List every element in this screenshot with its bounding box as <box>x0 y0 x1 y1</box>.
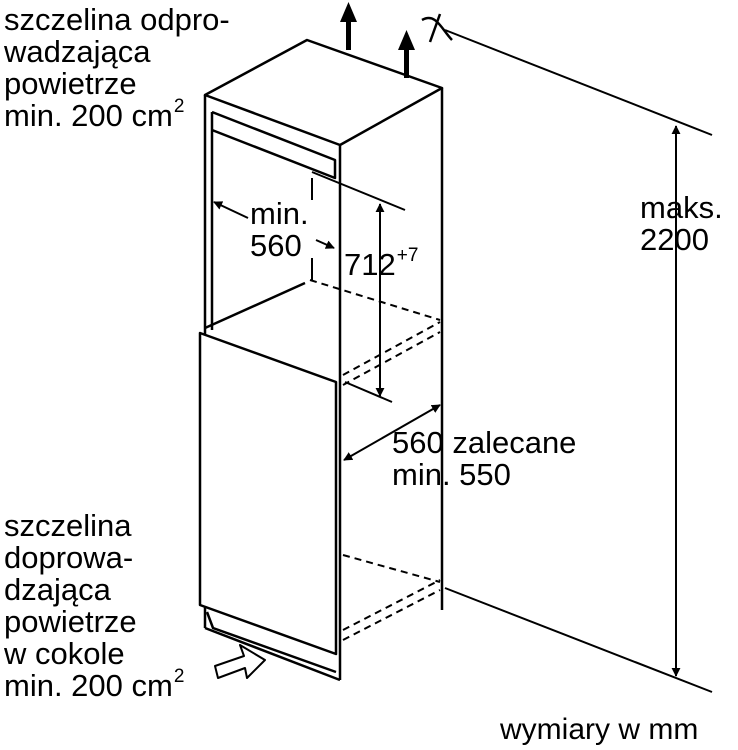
min-width-line-1: min. <box>250 196 309 231</box>
exhaust-label: szczelina odpro- wadzająca powietrze min… <box>4 4 230 137</box>
intake-label-line-1: szczelina <box>4 508 132 543</box>
depth-line-1: 560 zalecane <box>392 425 577 460</box>
intake-label: szczelina doprowa- dzająca powietrze w c… <box>4 510 184 707</box>
exhaust-label-line-1: szczelina odpro- <box>4 2 230 37</box>
break-symbol <box>421 13 453 43</box>
appliance-top-surface <box>204 281 306 330</box>
exhaust-label-line-4: min. 200 cm2 <box>4 96 230 137</box>
niche-top-band <box>211 110 337 180</box>
niche-height-label: 712+7 <box>344 245 418 286</box>
intake-label-line-4: powietrze <box>4 604 137 639</box>
intake-label-line-3: dzająca <box>4 572 111 607</box>
intake-area: min. 200 cm <box>4 668 173 703</box>
width-dimension <box>213 178 335 280</box>
max-height-line-2: 2200 <box>640 222 709 257</box>
depth-dimension <box>343 404 441 461</box>
min-width-line-2: 560 <box>250 228 302 263</box>
intake-arrow <box>214 644 266 679</box>
exhaust-label-line-2: wadzająca <box>4 34 151 69</box>
units-label: wymiary w mm <box>500 713 699 746</box>
intake-area-superscript: 2 <box>173 666 185 687</box>
hidden-lines <box>309 279 441 641</box>
intake-label-line-6: min. 200 cm2 <box>4 666 184 707</box>
max-height-line-1: maks. <box>640 190 723 225</box>
exhaust-area-superscript: 2 <box>173 96 185 117</box>
plinth <box>205 611 337 674</box>
intake-label-line-2: doprowa- <box>4 540 134 575</box>
appliance-door <box>198 331 338 656</box>
exhaust-area: min. 200 cm <box>4 98 173 133</box>
niche-height-value: 712 <box>344 247 396 282</box>
exhaust-label-line-3: powietrze <box>4 66 137 101</box>
max-height-label: maks. 2200 <box>640 192 723 256</box>
max-height-dimension <box>444 29 713 693</box>
cabinet-bottom-front-edge <box>204 626 341 682</box>
cabinet-outline <box>203 38 444 682</box>
exhaust-arrows <box>340 2 415 78</box>
depth-label: 560 zalecane min. 550 <box>392 427 576 491</box>
intake-label-line-5: w cokole <box>4 636 125 671</box>
niche-height-tolerance: +7 <box>396 245 419 266</box>
min-width-label: min. 560 <box>250 198 309 262</box>
depth-line-2: min. 550 <box>392 457 511 492</box>
niche-height-dimension <box>311 171 406 403</box>
